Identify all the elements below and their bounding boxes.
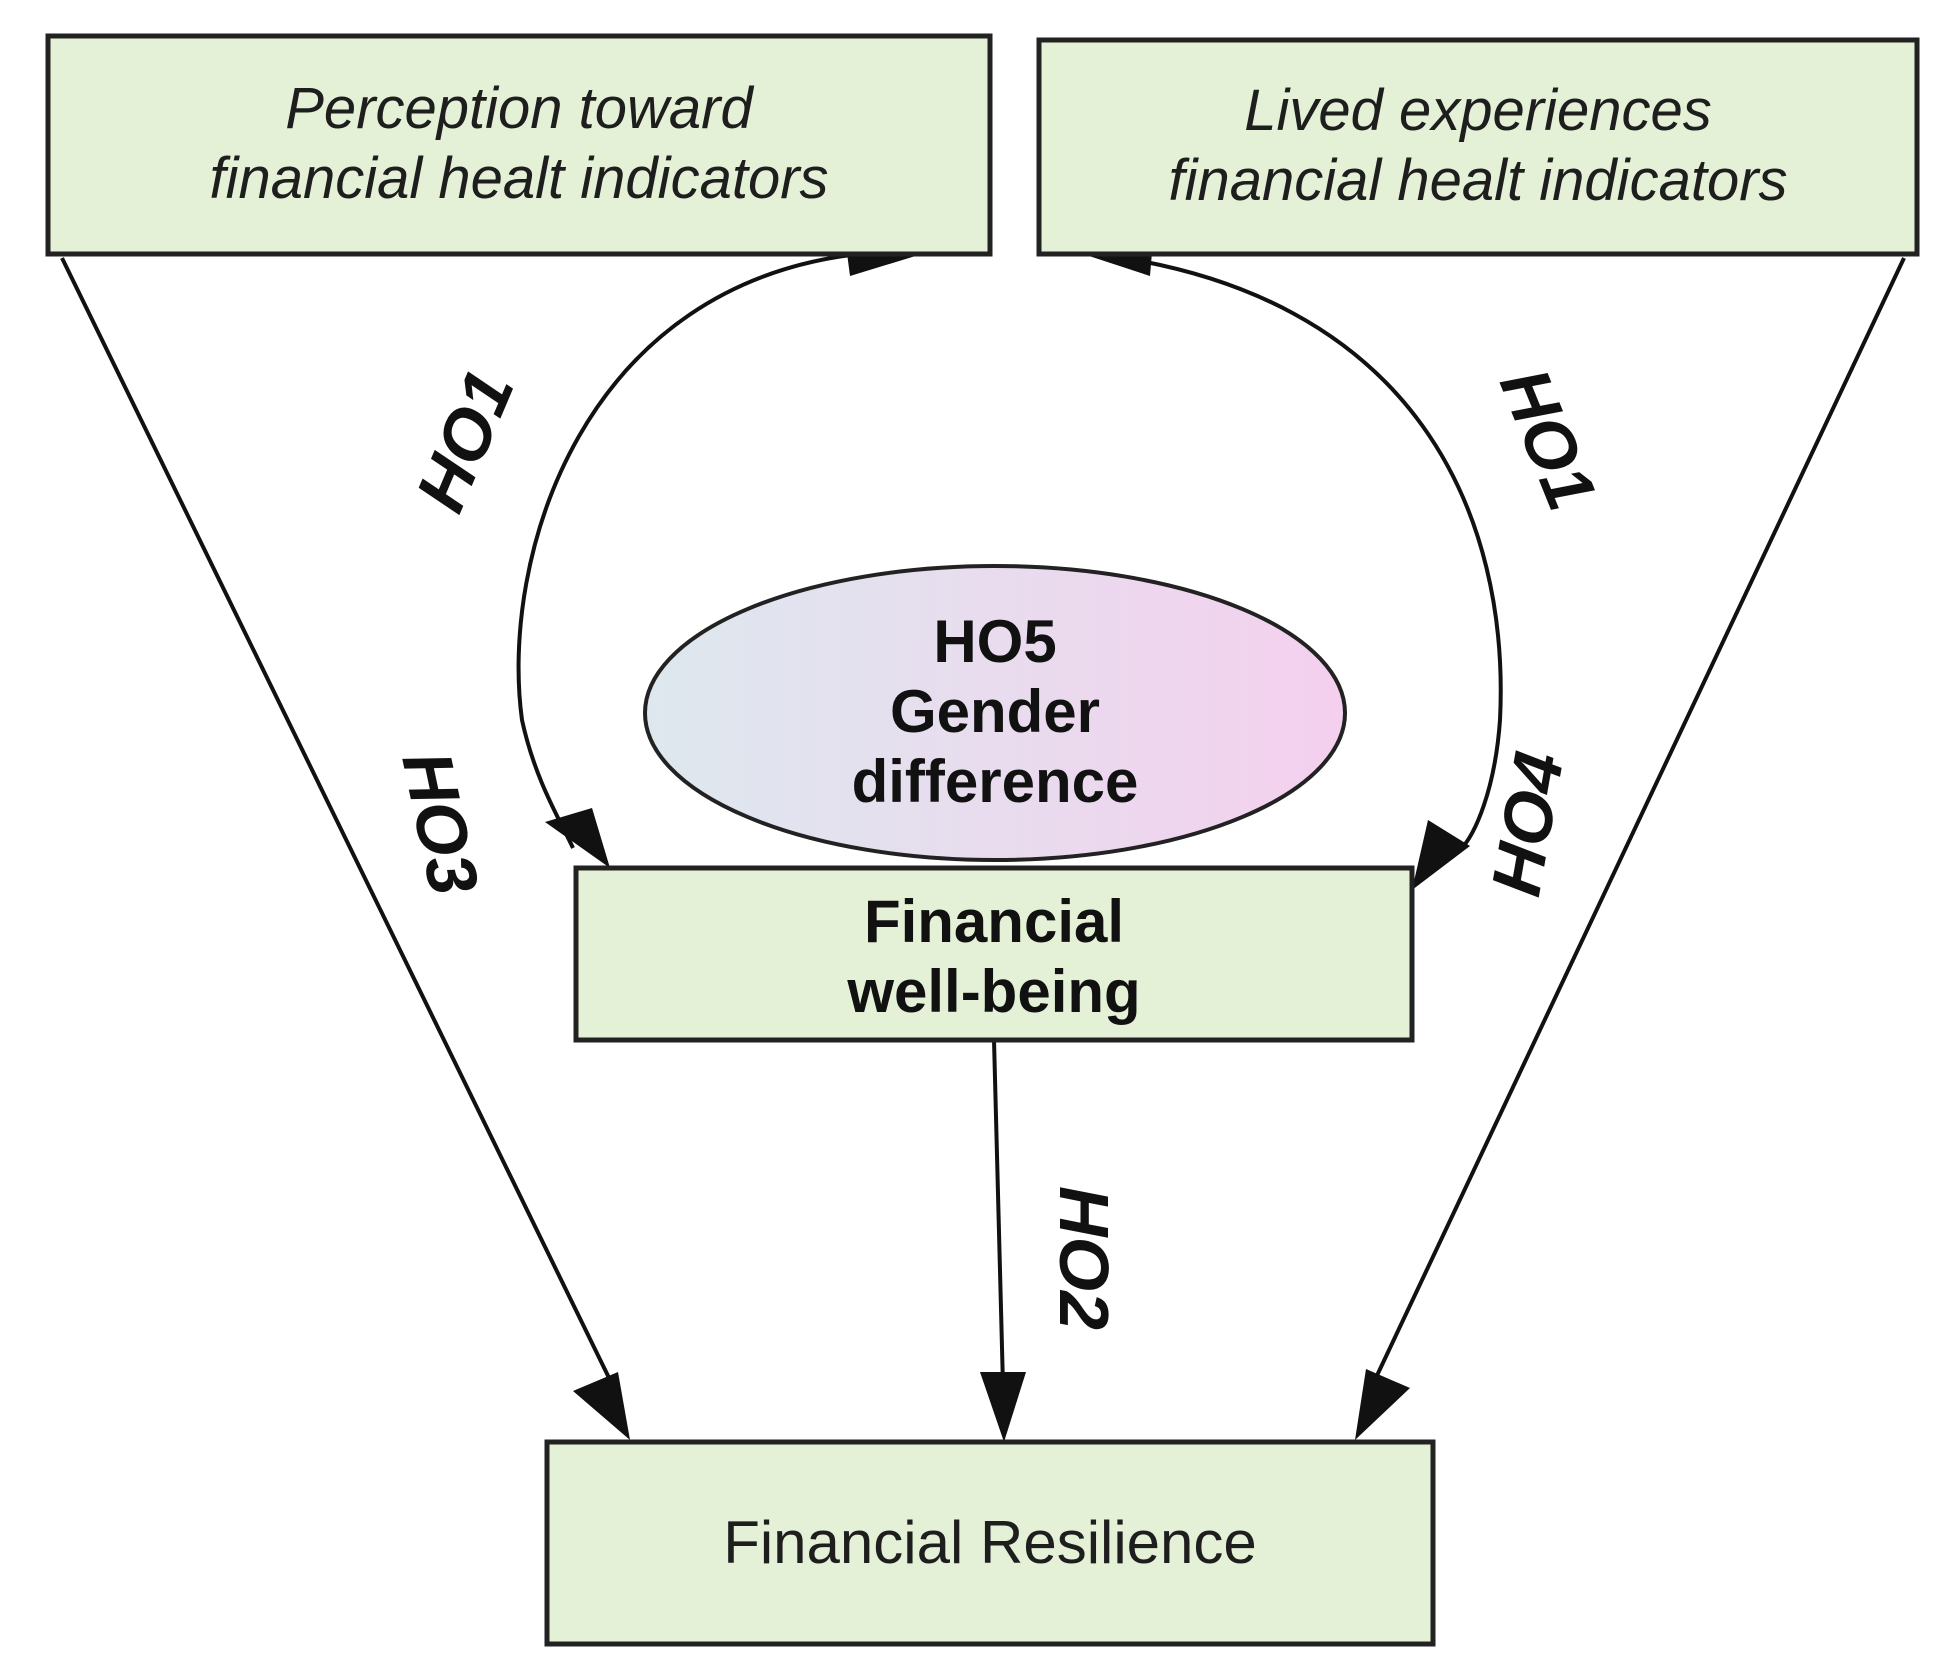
edge-label-ho1-left: HO1 bbox=[401, 359, 529, 522]
arrowhead-ho2 bbox=[980, 1372, 1026, 1442]
arrowhead-lived-to-wellbeing bbox=[1412, 820, 1470, 890]
lived-line-1: Lived experiences bbox=[1244, 78, 1712, 143]
node-financial-resilience: Financial Resilience bbox=[544, 1439, 1436, 1647]
edge-ho3 bbox=[60, 257, 614, 1385]
arrowhead-ho3 bbox=[573, 1372, 630, 1440]
edge-label-ho1-right: HO1 bbox=[1485, 358, 1611, 521]
wellbeing-line-1: Financial bbox=[864, 888, 1124, 955]
edge-ho1-ho4-right-arc bbox=[1086, 251, 1503, 852]
perception-line-2: financial healt indicators bbox=[209, 146, 828, 211]
arrowhead-perception-to-wellbeing bbox=[545, 808, 610, 868]
moderator-line-3: difference bbox=[852, 748, 1139, 815]
edge-label-ho3: HO3 bbox=[387, 745, 493, 902]
moderator-line-1: HO5 bbox=[933, 608, 1056, 675]
edge-lived-to-resilience bbox=[1371, 257, 1906, 1385]
node-financial-wellbeing: Financial well-being bbox=[573, 865, 1415, 1043]
wellbeing-line-2: well-being bbox=[846, 958, 1140, 1025]
node-lived-experiences: Lived experiences financial healt indica… bbox=[1036, 37, 1920, 257]
edge-label-ho2: HO2 bbox=[1045, 1186, 1123, 1330]
edge-ho1-left-arc bbox=[516, 251, 869, 849]
lived-line-2: financial healt indicators bbox=[1168, 148, 1787, 213]
moderator-line-2: Gender bbox=[890, 678, 1100, 745]
edge-ho2 bbox=[992, 1039, 1005, 1387]
perception-line-1: Perception toward bbox=[285, 76, 754, 141]
node-perception: Perception toward financial healt indica… bbox=[45, 33, 993, 257]
node-gender-difference: HO5 Gender difference bbox=[643, 564, 1347, 862]
arrowhead-lived-to-resilience bbox=[1355, 1369, 1410, 1440]
resilience-label: Financial Resilience bbox=[723, 1509, 1257, 1576]
